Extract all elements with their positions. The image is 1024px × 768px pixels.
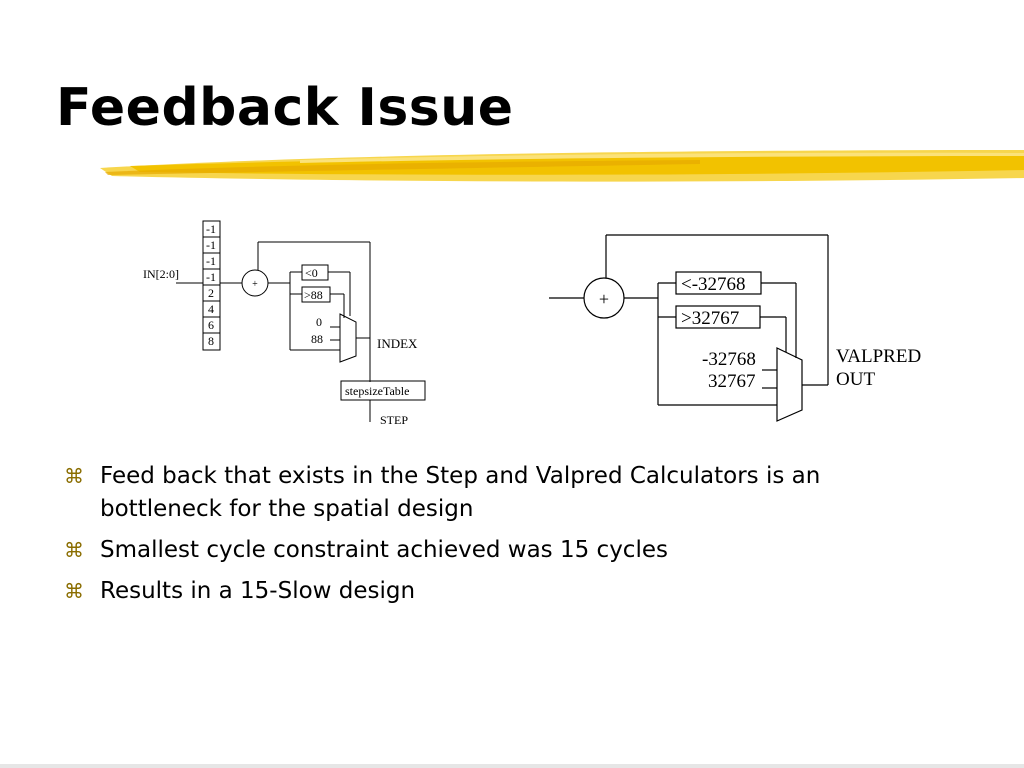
bullet-text: Smallest cycle constraint achieved was 1… bbox=[100, 537, 668, 563]
compare-low-label: <0 bbox=[305, 266, 318, 280]
bullet-text: Results in a 15-Slow design bbox=[100, 578, 416, 604]
bullet-mark-icon: ⌘ bbox=[64, 464, 84, 488]
valpred-compare-low: <-32768 bbox=[681, 274, 746, 295]
bullet-item: ⌘ Smallest cycle constraint achieved was… bbox=[64, 534, 964, 567]
mux-const-high: 88 bbox=[311, 332, 323, 346]
valpred-wires bbox=[549, 234, 829, 422]
compare-high-label: >88 bbox=[304, 288, 323, 302]
stepsize-table-label: stepsizeTable bbox=[345, 384, 409, 398]
bullet-item: ⌘ Results in a 15-Slow design bbox=[64, 575, 964, 608]
table-cell: 6 bbox=[208, 318, 214, 332]
table-cell: 8 bbox=[208, 334, 214, 348]
table-cell: -1 bbox=[206, 254, 216, 268]
index-label: INDEX bbox=[377, 336, 418, 351]
valpred-compare-high: >32767 bbox=[681, 308, 739, 329]
bullet-mark-icon: ⌘ bbox=[64, 538, 84, 562]
bullet-mark-icon: ⌘ bbox=[64, 579, 84, 603]
slide-bottom-edge bbox=[0, 764, 1024, 768]
title-underline-brush bbox=[100, 150, 1024, 182]
valpred-output-label-2: OUT bbox=[836, 369, 875, 390]
table-cell: -1 bbox=[206, 238, 216, 252]
table-cell: 4 bbox=[208, 302, 214, 316]
table-cell: -1 bbox=[206, 222, 216, 236]
bullet-list: ⌘ Feed back that exists in the Step and … bbox=[64, 460, 964, 616]
index-table bbox=[202, 220, 221, 351]
input-label: IN[2:0] bbox=[143, 267, 179, 281]
bullet-item: ⌘ Feed back that exists in the Step and … bbox=[64, 460, 964, 526]
valpred-output-label: VALPRED bbox=[836, 346, 921, 367]
mux-const-low: 0 bbox=[316, 315, 322, 329]
valpred-mux-const-high: 32767 bbox=[708, 371, 756, 392]
bullet-text-continued: bottleneck for the spatial design bbox=[100, 496, 474, 522]
step-adder-symbol: + bbox=[252, 279, 258, 290]
table-cell: 2 bbox=[208, 286, 214, 300]
table-cell: -1 bbox=[206, 270, 216, 284]
step-wires bbox=[176, 241, 426, 422]
valpred-mux-const-low: -32768 bbox=[702, 349, 756, 370]
valpred-adder-symbol: + bbox=[599, 289, 609, 309]
bullet-text: Feed back that exists in the Step and Va… bbox=[100, 463, 821, 489]
slide-title: Feedback Issue bbox=[56, 78, 514, 138]
step-label: STEP bbox=[380, 413, 408, 427]
